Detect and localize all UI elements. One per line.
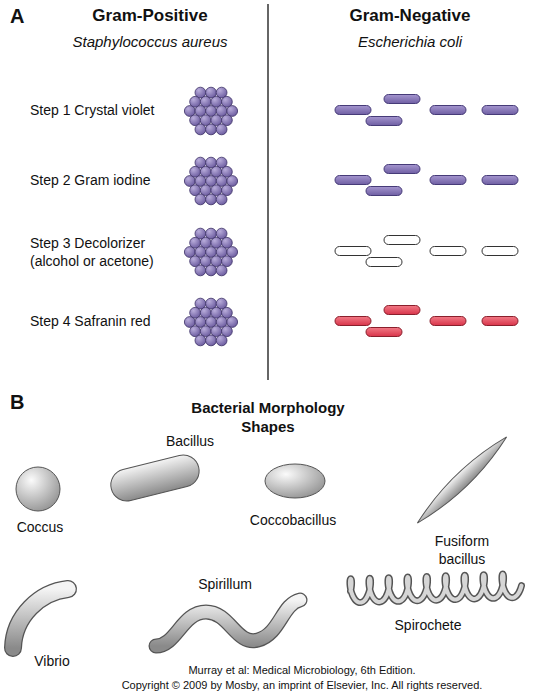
step-label: Step 1 Crystal violet [30,102,155,120]
coccus-cell [216,265,227,276]
rod-cell [482,247,518,256]
step-label: Step 3 Decolorizer (alcohol or acetone) [30,235,170,270]
vibrio-outline [13,589,68,648]
rod-cell [482,176,518,185]
rod-cell [482,106,518,115]
group-heading: Gram-Positive [92,5,207,26]
rod-cell [366,117,402,126]
divider-line [267,4,269,380]
rod-cell [430,106,466,115]
species-name: Staphylococcus aureus [72,33,227,52]
rod-cell [384,236,420,245]
bacillus-shape [107,452,202,505]
spirochete-shape [350,574,522,603]
section-letter: B [10,390,24,415]
group-heading: Gram-Negative [350,5,471,26]
shape-label: Bacillus [166,433,214,451]
coccus-shape [16,467,60,511]
rod-cell [335,317,371,326]
coccus-cell [206,124,217,135]
coccus-cell [216,335,227,346]
section-heading: Bacterial Morphology Shapes [181,399,356,437]
coccus-cell [206,335,217,346]
coccus-cell [195,194,206,205]
rod-cell [366,187,402,196]
shape-label: Spirillum [198,576,252,594]
vibrio-shape [13,589,68,648]
spirillum-outline [156,600,300,646]
rod-cell [384,165,420,174]
spirillum-shape [156,600,300,646]
rod-cell [384,306,420,315]
coccus-cell [195,265,206,276]
fusiform-shape [412,432,512,529]
rod-cell [430,247,466,256]
step-label: Step 4 Safranin red [30,313,151,331]
rod-cell [430,317,466,326]
rod-cell [335,106,371,115]
coccus-cell [206,194,217,205]
shape-label: Coccus [17,519,64,537]
cocci-clusters [184,87,237,346]
coccus-cell [195,335,206,346]
coccus-cell [216,194,227,205]
copyright-line: Murray et al: Medical Microbiology, 6th … [188,664,415,678]
section-letter: A [10,4,24,29]
species-name: Escherichia coli [358,33,462,52]
rod-cell [335,247,371,256]
coccus-cell [216,124,227,135]
coccobacillus-shape [265,464,325,498]
copyright-line: Copyright © 2009 by Mosby, an imprint of… [122,679,483,693]
rod-cell [366,258,402,267]
rod-groups [335,95,518,337]
shape-label: Vibrio [34,653,70,671]
coccus-cell [206,265,217,276]
rod-cell [482,317,518,326]
spirochete-outline [350,574,522,603]
coccus-cell [195,124,206,135]
rod-cell [430,176,466,185]
shape-label: Spirochete [395,617,462,635]
rod-cell [384,95,420,104]
shape-label: Fusiform bacillus [427,533,497,568]
rod-cell [335,176,371,185]
shape-label: Coccobacillus [250,512,336,530]
step-label: Step 2 Gram iodine [30,172,151,190]
rod-cell [366,328,402,337]
